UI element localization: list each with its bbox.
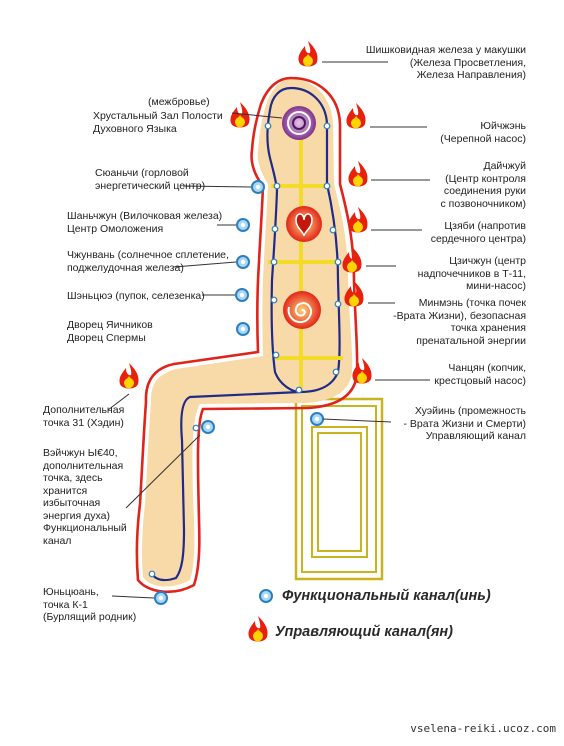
label-jiaji: Цзяби (напротив сердечного центра) xyxy=(430,220,526,245)
blue-circle-icon xyxy=(236,255,250,269)
flame-icon xyxy=(298,41,318,67)
flame-icon xyxy=(248,616,268,642)
head-center-circle xyxy=(282,106,316,140)
label-syuanchi: Сюаньчи (горловой энергетический центр) xyxy=(95,167,206,192)
label-jizhong: Цзичжун (центр надпочечников в Т-11, мин… xyxy=(417,255,526,292)
label-changqiang: Чанцян (копчик, крестцовый насос) xyxy=(434,362,526,387)
label-shenque: Шэньцюэ (пупок, селезенка) xyxy=(67,290,205,302)
legend-functional-label: Функциональный канал(инь) xyxy=(282,588,491,604)
label-weizhong: Вэйчжун Ы€40, дополнительная точка, здес… xyxy=(43,447,127,547)
leader-lines xyxy=(107,61,430,599)
label-additional-point: Дополнительная точка 31 (Хэдин) xyxy=(43,404,125,429)
legend-governing-label: Управляющий канал(ян) xyxy=(275,624,453,640)
heart-center-circle xyxy=(286,206,322,242)
energy-cross-lines xyxy=(268,128,343,388)
seat-stool xyxy=(294,397,384,581)
label-mingmen: Минмэнь (точка почек -Врата Жизни), безо… xyxy=(393,297,526,347)
flame-icon xyxy=(346,103,366,129)
flame-icon xyxy=(119,363,139,389)
flame-icon xyxy=(352,358,372,384)
blue-circle-icon xyxy=(201,420,215,434)
blue-circle-icon xyxy=(259,589,273,603)
functional-channel-line xyxy=(151,86,341,582)
label-yongquan: Юньцюань, точка К-1 (Бурлящий родник) xyxy=(43,586,137,623)
label-palace: Дворец Яичников Дворец Спермы xyxy=(67,319,153,344)
flame-icon xyxy=(348,161,368,187)
label-mezhbrovye: (межбровье) xyxy=(148,96,210,108)
label-crystal-hall: Хрустальный Зал Полости Духовного Языка xyxy=(93,110,223,135)
blue-circle-icon xyxy=(236,322,250,336)
blue-circle-icon xyxy=(154,591,168,605)
blue-circle-icon xyxy=(236,218,250,232)
label-chzhunvan: Чжунвань (солнечное сплетение, поджелудо… xyxy=(67,249,229,274)
flame-icon xyxy=(348,207,368,233)
label-shanzhun: Шаньчжун (Вилочковая железа) Центр Омоло… xyxy=(67,210,223,235)
label-yuzhen: Юйчжэнь (Черепной насос) xyxy=(440,120,526,145)
blue-circle-icon xyxy=(251,180,265,194)
label-dazhui: Дайчжуй (Центр контроля соединения руки … xyxy=(440,160,527,210)
label-huiyin: Хуэйинь (промежность - Врата Жизни и Сме… xyxy=(403,405,526,442)
blue-circle-icon xyxy=(310,412,324,426)
channel-small-points xyxy=(148,122,342,578)
label-pineal: Шишковидная железа у макушки (Железа Про… xyxy=(365,44,526,81)
blue-circle-icon xyxy=(235,288,249,302)
navel-center-spiral xyxy=(283,291,321,329)
site-credit: vselena-reiki.ucoz.com xyxy=(410,722,556,735)
